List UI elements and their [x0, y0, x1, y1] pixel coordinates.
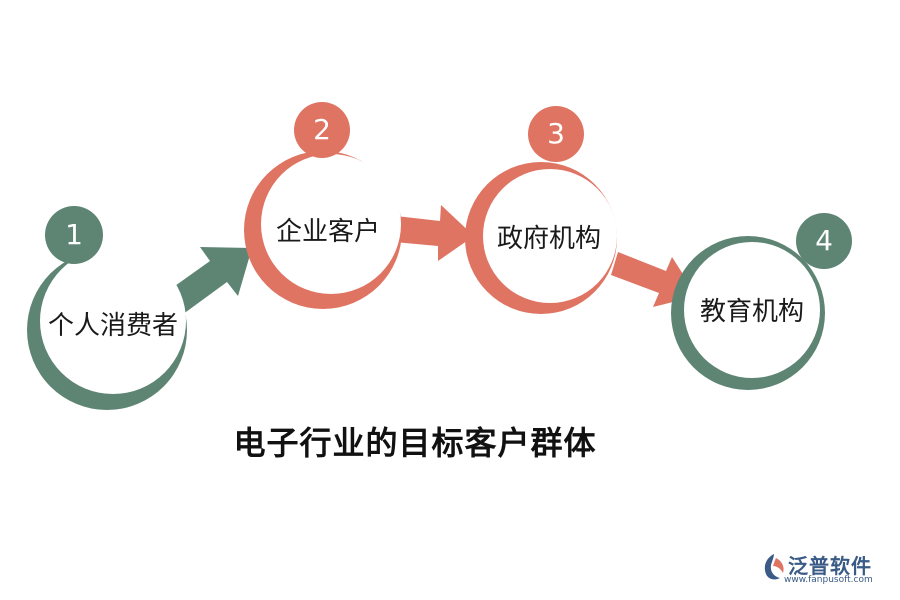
brand-name: 泛普软件 — [788, 554, 872, 578]
node-2-badge — [294, 102, 350, 158]
node-4-badge — [796, 213, 852, 269]
node-1: 1 个人消费者 — [27, 206, 187, 410]
node-4-number: 4 — [815, 224, 833, 257]
node-4-label: 教育机构 — [700, 297, 804, 327]
brand-url: www.fanpusoft.com — [784, 575, 873, 585]
node-2-label: 企业客户 — [276, 217, 380, 247]
node-3-badge — [528, 106, 584, 162]
node-2-inner — [261, 154, 401, 294]
node-1-inner — [40, 248, 186, 394]
brand-logo-icon — [764, 554, 784, 580]
node-1-badge — [45, 206, 103, 264]
node-2: 2 企业客户 — [244, 102, 402, 309]
brand-watermark: 泛普软件 www.fanpusoft.com — [758, 550, 888, 590]
node-3-inner — [483, 169, 617, 303]
node-3-number: 3 — [547, 117, 565, 150]
diagram-title: 电子行业的目标客户群体 — [233, 424, 597, 462]
node-4-inner — [684, 242, 820, 378]
node-3: 3 政府机构 — [465, 106, 617, 314]
arrow-2-to-3 — [394, 205, 474, 261]
node-4: 4 教育机构 — [671, 213, 852, 390]
node-1-number: 1 — [65, 218, 83, 251]
node-3-label: 政府机构 — [497, 224, 601, 254]
node-1-label: 个人消费者 — [48, 311, 178, 341]
node-2-number: 2 — [313, 113, 331, 146]
